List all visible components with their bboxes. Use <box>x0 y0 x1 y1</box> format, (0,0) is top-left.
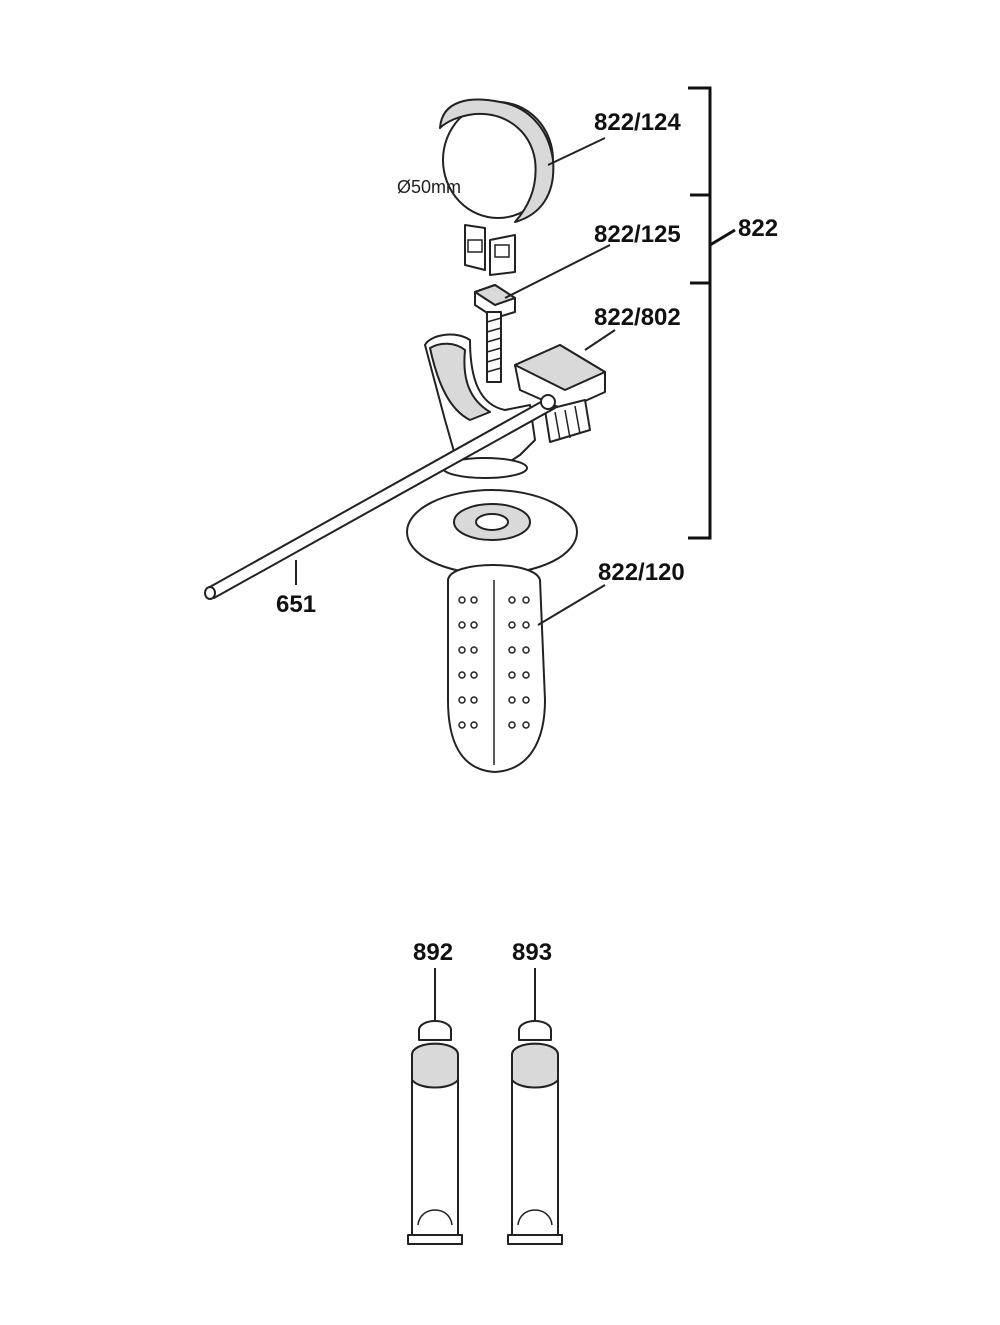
assembly-bracket <box>688 86 736 540</box>
grease-tube-893 <box>507 1020 563 1245</box>
grease-tube-892 <box>407 1020 463 1245</box>
label-822-120: 822/120 <box>598 559 685 586</box>
clamp-band <box>439 98 555 276</box>
label-651: 651 <box>276 591 316 618</box>
grip-dots <box>458 596 530 729</box>
label-892: 892 <box>413 939 453 966</box>
label-822: 822 <box>738 215 778 242</box>
handle-holder <box>424 333 606 479</box>
label-822-124: 822/124 <box>594 109 681 136</box>
clamp-screw <box>474 284 516 383</box>
label-893: 893 <box>512 939 552 966</box>
diameter-annotation: Ø50mm <box>397 177 461 197</box>
label-822-802: 822/802 <box>594 304 681 331</box>
side-handle <box>406 489 578 773</box>
leader-lines <box>295 137 616 1020</box>
depth-rod <box>204 394 556 600</box>
label-822-125: 822/125 <box>594 221 681 248</box>
